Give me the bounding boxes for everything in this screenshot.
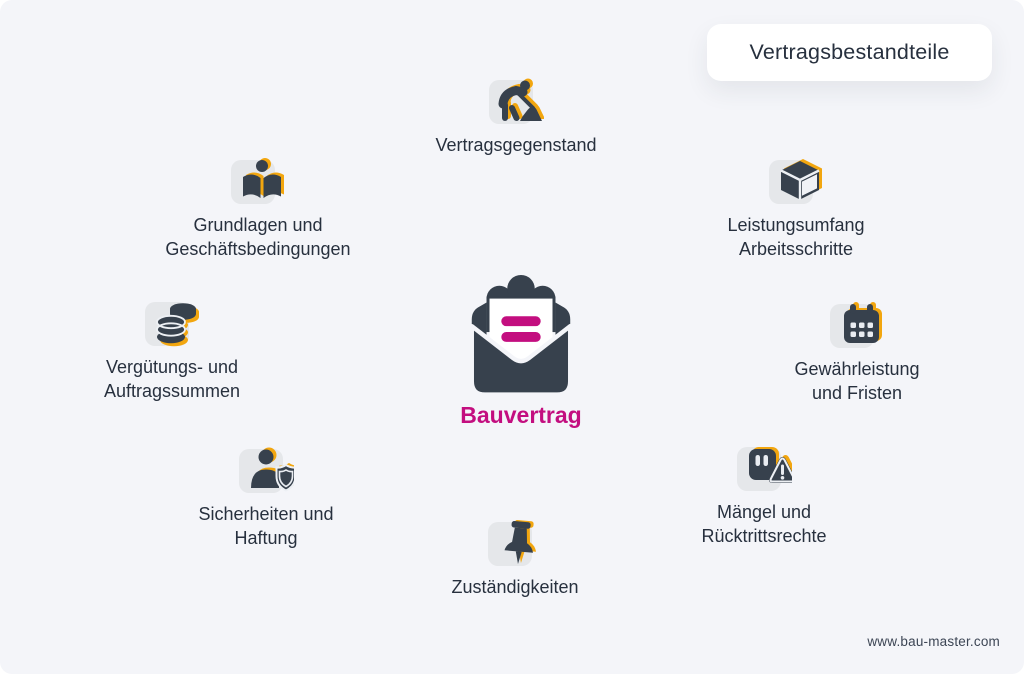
reading-book-icon bbox=[229, 156, 287, 208]
node-label: Vertragsgegenstand bbox=[435, 135, 597, 155]
open-envelope-letter-icon bbox=[469, 274, 573, 397]
node-label: Sicherheiten und Haftung bbox=[198, 504, 334, 548]
page-title: Vertragsbestandteile bbox=[707, 24, 992, 81]
watermark-url: www.bau-master.com bbox=[867, 634, 1000, 649]
node-maengel: Mängel und Rücktrittsrechte bbox=[624, 443, 904, 548]
pushpin-icon bbox=[486, 518, 544, 570]
node-leistungsumfang: Leistungsumfang Arbeitsschritte bbox=[656, 156, 936, 261]
center-label: Bauvertrag bbox=[460, 402, 582, 428]
node-sicherheiten: Sicherheiten und Haftung bbox=[126, 445, 406, 550]
node-zustaendigkeiten: Zuständigkeiten bbox=[375, 518, 655, 599]
center-node-bauvertrag: Bauvertrag bbox=[457, 272, 585, 429]
coin-stack-icon bbox=[143, 298, 201, 350]
node-label: Mängel und Rücktrittsrechte bbox=[701, 502, 827, 546]
node-label: Gewährleistung und Fristen bbox=[794, 359, 920, 403]
node-grundlagen: Grundlagen und Geschäftsbedingungen bbox=[118, 156, 398, 261]
node-label: Vergütungs- und Auftragssummen bbox=[103, 357, 241, 401]
cube-icon bbox=[767, 156, 825, 208]
node-label: Zuständigkeiten bbox=[451, 577, 579, 597]
person-shield-icon bbox=[237, 445, 295, 497]
node-label: Leistungsumfang Arbeitsschritte bbox=[727, 215, 865, 259]
warning-card-icon bbox=[735, 443, 793, 495]
construction-worker-icon bbox=[487, 76, 545, 128]
node-gewaehrleistung: Gewährleistung und Fristen bbox=[717, 300, 997, 405]
calendar-icon bbox=[828, 300, 886, 352]
page-title-text: Vertragsbestandteile bbox=[749, 40, 950, 64]
node-vertragsgegenstand: Vertragsgegenstand bbox=[376, 76, 656, 157]
node-verguetung: Vergütungs- und Auftragssummen bbox=[32, 298, 312, 403]
node-label: Grundlagen und Geschäftsbedingungen bbox=[165, 215, 351, 259]
